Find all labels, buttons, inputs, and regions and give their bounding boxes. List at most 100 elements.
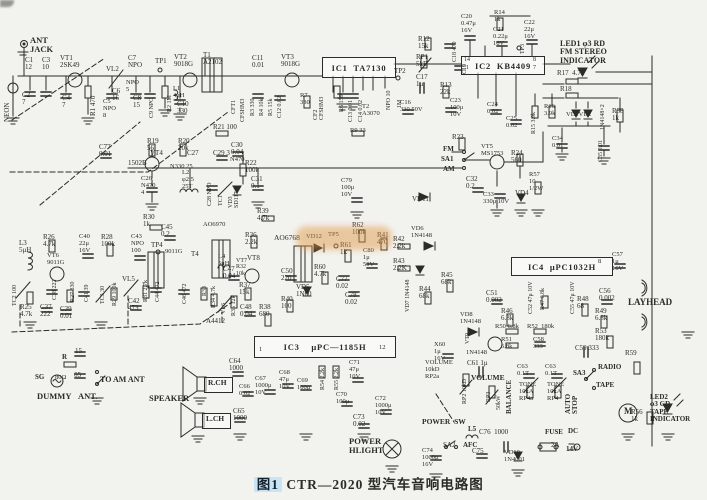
component-label: C39 0.01: [60, 305, 73, 321]
lamp-icon: [382, 439, 402, 459]
transistor-symbols: [49, 72, 505, 352]
component-label: 50kW: [496, 395, 502, 410]
component-label: C71 47μ 10V: [349, 359, 361, 380]
component-label: R16 3.9k: [544, 103, 556, 117]
component-label: C12 0.02: [277, 95, 283, 118]
component-label: VD1VD2: [566, 111, 592, 118]
component-label: R20 20k: [178, 137, 190, 153]
component-label: T1 A2102: [203, 51, 223, 67]
component-label: 80Ω: [55, 374, 67, 381]
component-label: R62 100k: [352, 221, 366, 237]
component-label: C9 NPO: [149, 97, 155, 118]
component-label: 9011G: [165, 248, 183, 255]
component-label: AFC: [463, 441, 478, 449]
component-label: TAPE: [596, 381, 615, 389]
capacitor-symbols: [24, 35, 626, 461]
antenna-jack-icon: [20, 40, 28, 48]
testpoint-icons: [155, 45, 522, 255]
component-label: VD7 1N4148: [405, 279, 411, 313]
component-label: R19 56: [147, 137, 159, 153]
component-label: VD10 1N4001: [504, 449, 525, 463]
component-label: VT8: [247, 254, 260, 262]
component-label: LED2 φ3 GD TAPE INDICATOR: [650, 393, 691, 424]
component-label: R27 330: [70, 281, 76, 302]
component-label: R56 1k: [631, 408, 643, 424]
component-label: C26 N470 4: [141, 175, 156, 196]
component-label: R53 180k: [595, 327, 609, 343]
component-label: R46 6.8k: [501, 307, 514, 323]
component-label: 14: [464, 57, 470, 63]
component-label: SA1: [441, 155, 454, 163]
component-label: R24 560: [511, 149, 523, 165]
component-label: L4 5μH: [218, 253, 230, 267]
component-label: ANT JACK: [30, 35, 54, 54]
component-label: C44 472: [155, 281, 161, 302]
resistor-symbols: [26, 17, 654, 425]
playhead-icons: [641, 279, 648, 331]
component-label: M: [624, 406, 633, 416]
component-label: R13 22k: [440, 81, 452, 97]
ic1-label: IC1 TA7130: [331, 62, 387, 73]
component-label: TC1: [218, 195, 224, 206]
component-label: C74 1000μ 16V: [422, 447, 439, 468]
component-label: 1N4148: [466, 349, 487, 356]
component-label: R3 330: [250, 98, 256, 116]
component-label: C67 1000μ 10V: [255, 375, 272, 396]
component-label: AO6768: [274, 233, 300, 242]
component-label: CFSHM3: [240, 98, 246, 122]
component-label: R36 2.2k: [245, 231, 258, 247]
component-label: VT3 9018G: [281, 53, 301, 69]
component-label: VT6 9011G: [47, 252, 65, 266]
component-label: C21 0.22μ 16V: [493, 26, 508, 47]
component-label: C23 100μ 10V: [450, 97, 464, 118]
component-label: R39 4.7k: [257, 207, 270, 223]
component-label: C63 0.1T: [545, 363, 558, 377]
component-label: VL5: [122, 275, 135, 283]
component-label: VD4: [515, 189, 529, 197]
component-label: VD11: [412, 195, 429, 203]
component-label: C79 100μ 10V: [341, 177, 355, 198]
component-label: R45 68k: [441, 271, 453, 287]
component-label: C65 1000: [233, 407, 247, 423]
component-label: C75: [472, 447, 484, 455]
component-label: CFT1: [231, 99, 237, 114]
component-label: C3 10: [42, 56, 51, 72]
component-label: C64 1000: [229, 357, 243, 373]
ic4-chip: IC4 μPC1032H: [511, 257, 613, 276]
component-label: R47 6.8k: [540, 287, 546, 310]
component-label: C78 0.02: [345, 291, 358, 307]
component-label: C77 0.02: [336, 275, 349, 291]
component-label: R50 6.8k: [495, 323, 519, 330]
component-label: L3 5μH: [19, 239, 32, 255]
component-label: C25 0.02: [506, 115, 518, 129]
component-label: TONE 10kA RP4a: [519, 381, 537, 402]
component-label: R7 330: [300, 92, 310, 106]
component-label: C8 15: [133, 94, 142, 110]
component-label: DC: [568, 427, 579, 435]
ic1-chip: IC1 TA7130: [322, 57, 396, 78]
component-label: LAYHEAD: [628, 297, 673, 307]
component-label: R55 2.2k: [334, 367, 340, 390]
component-label: R5 15k: [268, 98, 274, 116]
component-label: R35 12k: [231, 295, 237, 316]
ic3-label: IC3 μPC—1185H: [283, 342, 367, 352]
component-label: C76 1000: [479, 428, 509, 436]
component-label: C47 0.04: [223, 265, 236, 281]
component-label: C51 0.002: [486, 289, 502, 305]
component-label: 7: [533, 65, 536, 71]
component-label: C70 100μ: [336, 391, 350, 405]
component-label: DUMMY: [37, 391, 72, 401]
neon-lamp-icon: [7, 82, 19, 94]
component-label: C37 222: [40, 303, 52, 319]
coil-symbols: [27, 89, 479, 439]
component-label: C38 222: [52, 279, 58, 300]
component-label: R51 6.8k: [501, 336, 513, 350]
component-label: TP2: [394, 67, 406, 75]
component-label: C41 39: [84, 284, 90, 302]
component-label: R40 100: [281, 295, 293, 311]
component-label: C29 3: [213, 149, 230, 157]
component-label: VOLUME 10kD RP2a: [425, 359, 453, 380]
component-label: C63 0.1T: [517, 363, 530, 377]
speaker-icon-rch: [182, 366, 207, 402]
component-label: C7 NPO: [128, 54, 143, 70]
